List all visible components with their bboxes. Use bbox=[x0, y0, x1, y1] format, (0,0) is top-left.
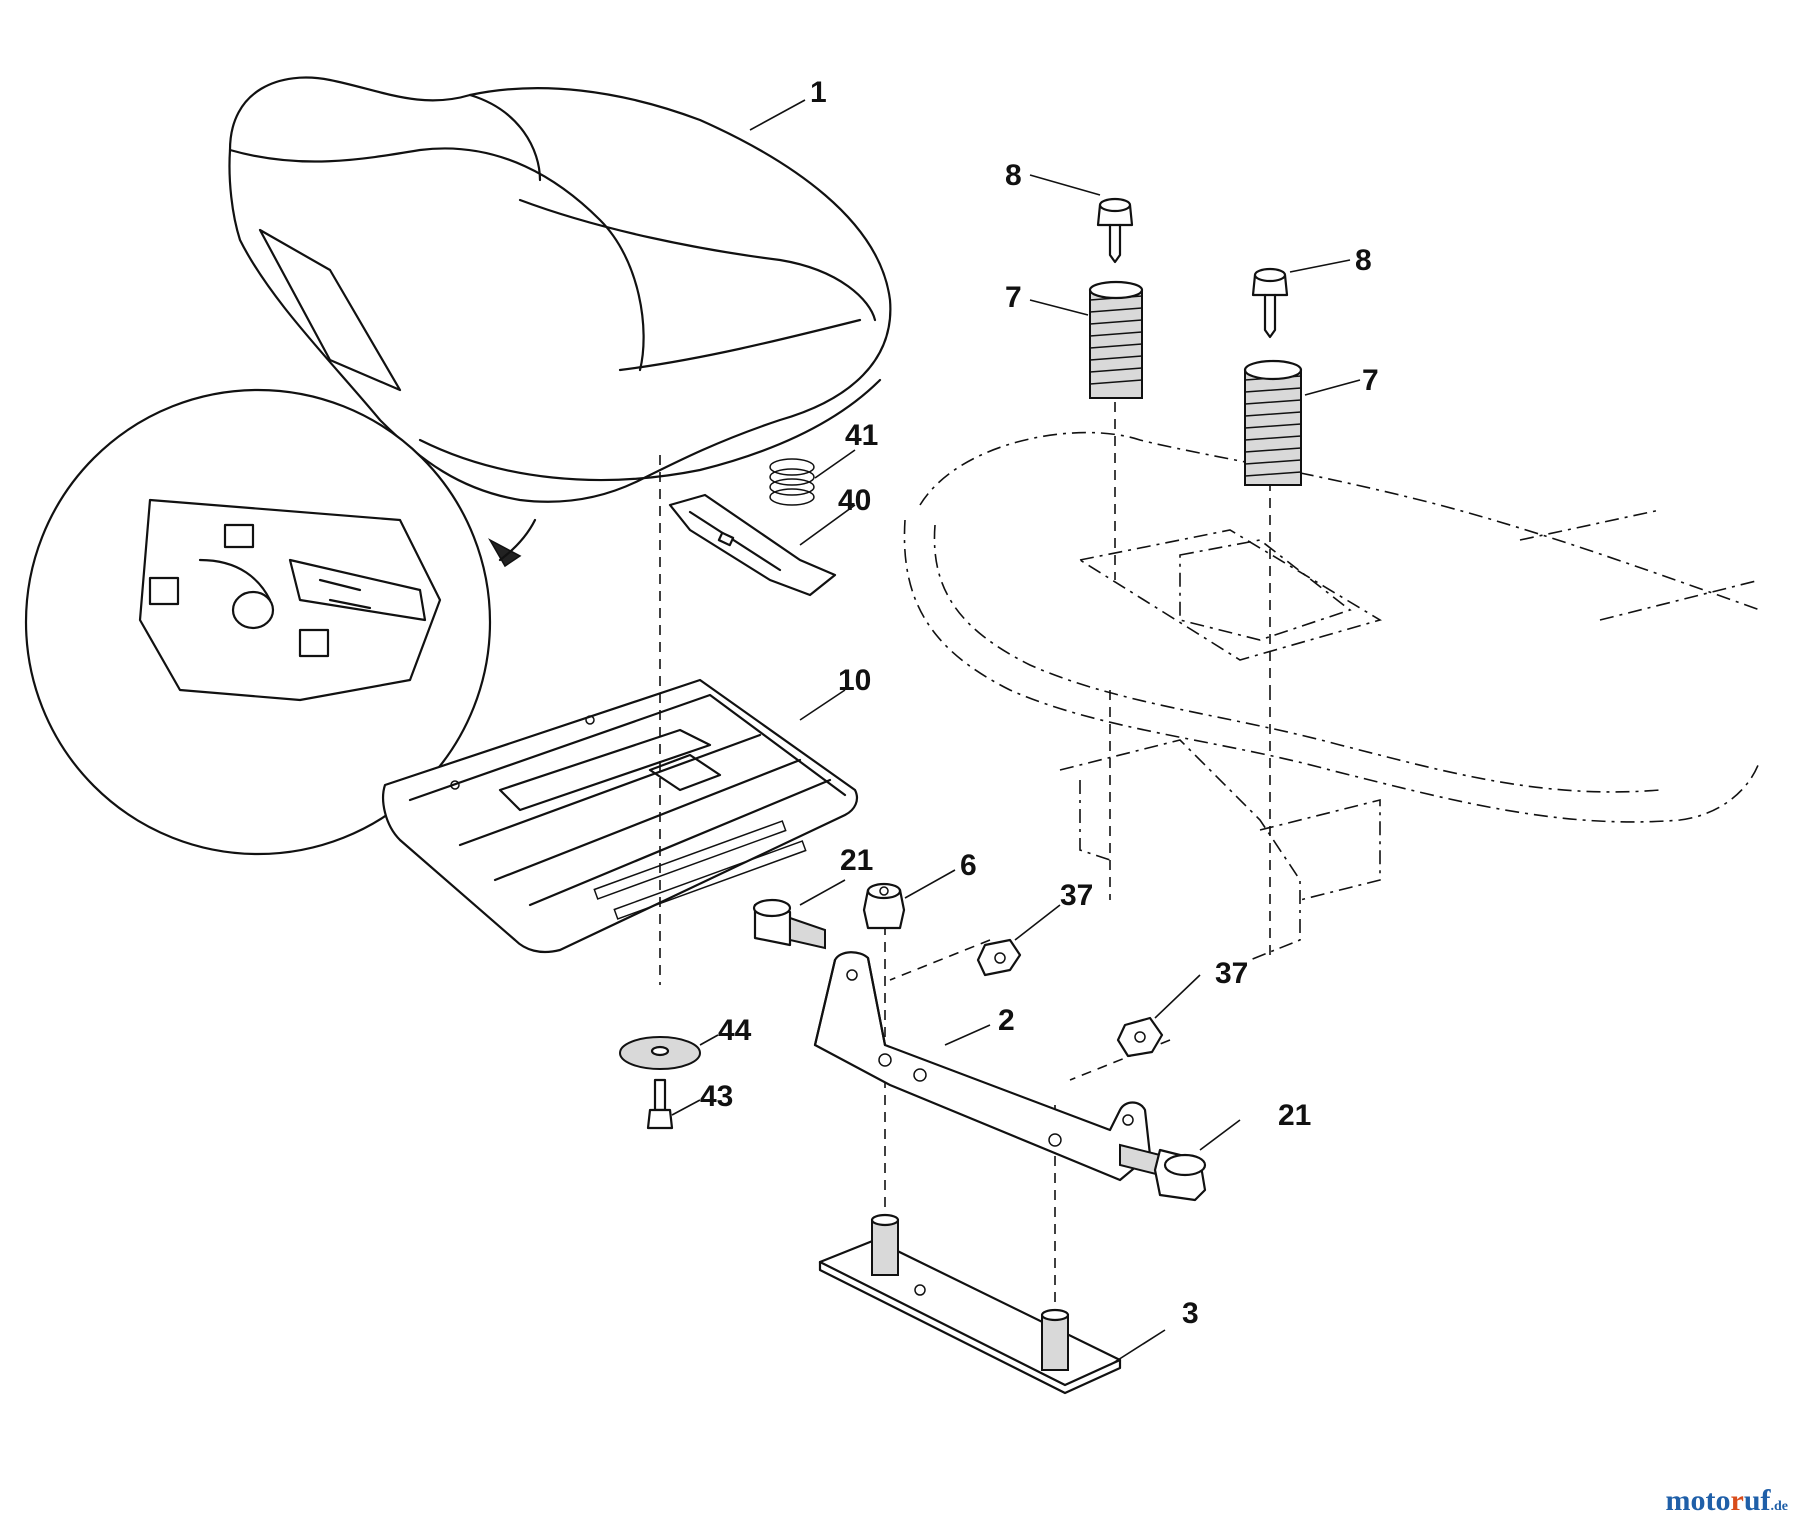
callout-40: 40 bbox=[838, 484, 871, 517]
adjust-slots bbox=[593, 820, 807, 920]
nut-37-upper bbox=[976, 938, 1022, 977]
latch-40 bbox=[668, 493, 837, 597]
callout-1: 1 bbox=[810, 76, 827, 109]
seat bbox=[228, 76, 892, 503]
watermark-part-d: .de bbox=[1770, 1499, 1789, 1514]
bolt-8-right bbox=[1251, 267, 1289, 339]
callout-21-left: 21 bbox=[840, 844, 873, 877]
nut-6 bbox=[862, 882, 906, 930]
bolt-8-left bbox=[1096, 197, 1134, 264]
callout-41: 41 bbox=[845, 419, 878, 452]
chassis-frame-outline bbox=[903, 431, 1761, 961]
plate-3 bbox=[818, 1213, 1122, 1395]
seat-pan bbox=[382, 678, 859, 954]
detail-tab bbox=[148, 576, 180, 606]
bracket-2 bbox=[813, 951, 1152, 1182]
callout-2: 2 bbox=[998, 1004, 1015, 1037]
callout-37-lower: 37 bbox=[1215, 957, 1248, 990]
callout-labels: 1 8 8 7 7 41 40 10 21 6 37 37 2 44 43 21… bbox=[700, 76, 1379, 1330]
bolt-43 bbox=[646, 1078, 674, 1130]
leader-lines bbox=[671, 99, 1361, 1366]
callout-3: 3 bbox=[1182, 1297, 1199, 1330]
callout-8-left: 8 bbox=[1005, 159, 1022, 192]
callout-43: 43 bbox=[700, 1080, 733, 1113]
spring-7-left bbox=[1088, 280, 1144, 399]
plate-stud bbox=[871, 1219, 899, 1276]
callout-8-right: 8 bbox=[1355, 244, 1372, 277]
detail-tab bbox=[298, 628, 330, 658]
watermark-part-c: uf bbox=[1743, 1484, 1771, 1517]
washer-44 bbox=[619, 1036, 701, 1070]
plate-stud bbox=[1041, 1314, 1069, 1371]
watermark-part-b: r bbox=[1730, 1484, 1744, 1517]
callout-10: 10 bbox=[838, 664, 871, 697]
spring-7-right bbox=[1243, 359, 1303, 486]
callout-7-right: 7 bbox=[1362, 364, 1379, 397]
watermark-logo: motoruf.de bbox=[1666, 1484, 1789, 1518]
callout-21-right: 21 bbox=[1278, 1099, 1311, 1132]
callout-44: 44 bbox=[718, 1014, 752, 1047]
detail-inset bbox=[24, 388, 537, 856]
bolt-21-left bbox=[752, 898, 826, 950]
callout-7-left: 7 bbox=[1005, 281, 1022, 314]
spring-41 bbox=[769, 458, 815, 506]
callout-6: 6 bbox=[960, 849, 977, 882]
callout-37-upper: 37 bbox=[1060, 879, 1093, 912]
bolt-21-right bbox=[1119, 1143, 1207, 1202]
nut-37-lower bbox=[1116, 1016, 1164, 1058]
detail-tab bbox=[223, 523, 255, 549]
watermark-part-a: moto bbox=[1665, 1484, 1731, 1517]
arrow-icon bbox=[488, 538, 522, 568]
centerline bbox=[889, 939, 991, 981]
